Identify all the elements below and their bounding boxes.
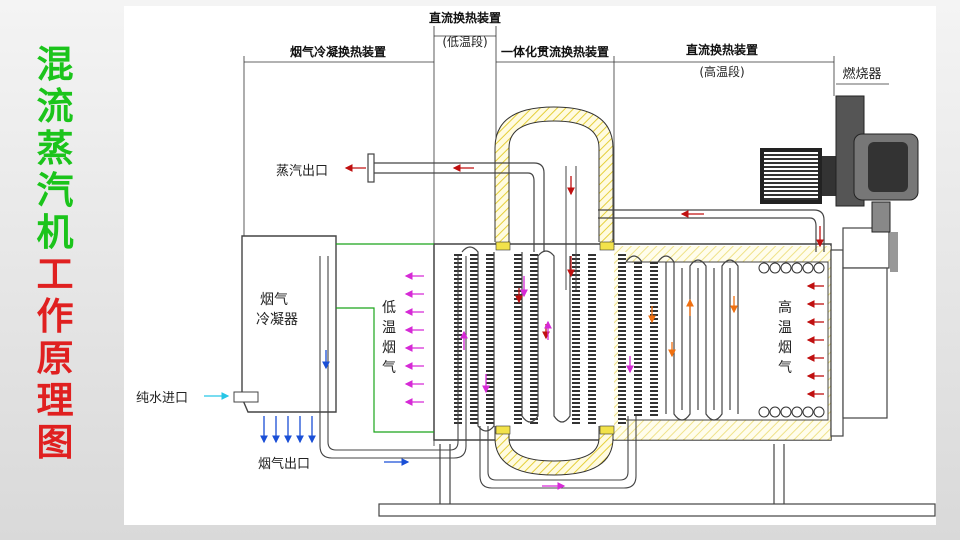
condenser-label-1: 烟气 [260, 292, 288, 308]
high-gas-char-3: 烟 [778, 340, 792, 356]
title-char-green-2: 蒸 [36, 127, 74, 170]
section-dc-low-sub: (低温段) [442, 34, 487, 49]
title-char-green-4: 机 [36, 211, 74, 254]
section-dc-high: 直流换热装置 [686, 42, 758, 57]
section-dc-high-sub: (高温段) [699, 64, 744, 79]
section-integrated: 一体化贯流换热装置 [501, 44, 609, 59]
tube-circles [758, 262, 825, 418]
burner-label: 燃烧器 [842, 66, 881, 82]
boiler-shell [433, 227, 890, 441]
steam-outlet-label: 蒸汽出口 [276, 164, 328, 179]
low-gas-char-1: 低 [382, 300, 396, 316]
flue-outlet-label: 烟气出口 [258, 456, 310, 472]
high-gas-char-1: 高 [778, 299, 792, 316]
serpentine-tubes [461, 246, 739, 432]
title-char-green-1: 流 [36, 85, 74, 128]
burner [760, 95, 919, 272]
title-char-red-1: 作 [36, 295, 74, 338]
boiler-diagram: 直流换热装置 (低温段) 烟气冷凝换热装置 一体化贯流换热装置 直流换热装置 (… [124, 6, 936, 525]
flow-arrows [204, 164, 824, 490]
high-gas-char-4: 气 [778, 360, 792, 376]
high-gas-char-2: 温 [778, 320, 792, 336]
condenser-label-2: 冷凝器 [256, 312, 298, 328]
bottom-arch-pipe [495, 426, 613, 476]
title-char-green-0: 混 [36, 43, 74, 86]
title-char-red-2: 原 [36, 337, 74, 380]
vertical-title: 混流蒸汽机工作原理图 [30, 44, 80, 464]
high-temp-feed-pipe [598, 209, 825, 252]
title-char-red-3: 理 [36, 379, 74, 422]
condenser [233, 235, 467, 459]
low-gas-char-4: 气 [382, 360, 396, 376]
base-frame [378, 444, 936, 517]
pure-water-in-label: 纯水进口 [136, 391, 188, 406]
title-char-red-4: 图 [36, 421, 74, 464]
steam-outlet-pipe [367, 153, 545, 252]
low-gas-char-2: 温 [382, 320, 396, 336]
title-char-green-3: 汽 [36, 169, 74, 212]
section-dc-low: 直流换热装置 [429, 10, 501, 25]
section-condenser: 烟气冷凝换热装置 [290, 44, 386, 59]
top-arch-pipe [495, 106, 613, 242]
low-gas-char-3: 烟 [382, 340, 396, 356]
title-char-red-0: 工 [36, 253, 74, 296]
